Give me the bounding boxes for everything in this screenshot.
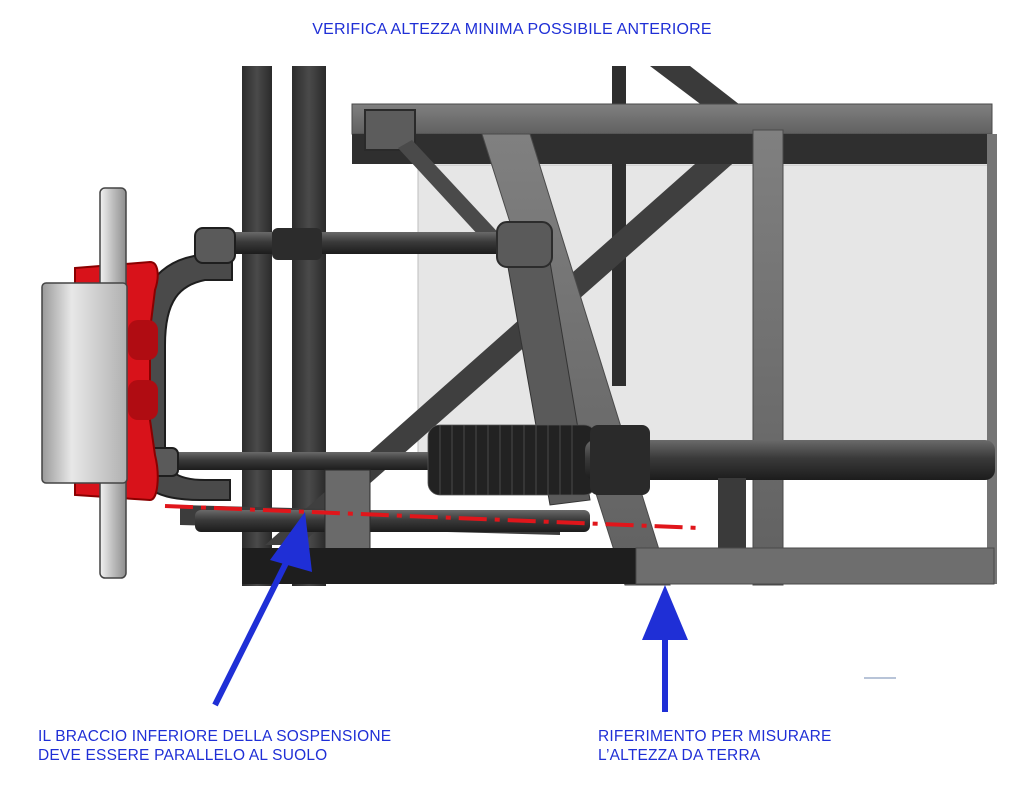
arrow-ground-reference: [642, 585, 688, 712]
lower-arm-caption-line2: DEVE ESSERE PARALLELO AL SUOLO: [38, 747, 328, 764]
parallel-reference-line: [164, 504, 701, 530]
upper-ball-joint: [194, 227, 236, 264]
frame-bottom-rail-gray: [635, 547, 995, 585]
arrow-lower-arm: [212, 512, 312, 707]
lower-arm-caption: IL BRACCIO INFERIORE DELLA SOSPENSIONE D…: [38, 727, 391, 765]
steering-rack: [585, 440, 995, 480]
lower-arm-tube: [170, 452, 440, 470]
frame-top-rail-dark: [352, 134, 992, 164]
frame-top-rail: [351, 103, 993, 135]
upper-arm-mount: [496, 221, 553, 268]
steering-rack-collar: [590, 425, 650, 495]
caliper-piston-1: [128, 320, 158, 360]
frame-upright-left: [242, 66, 272, 586]
ground-reference-caption-line2: L’ALTEZZA DA TERRA: [598, 747, 761, 764]
lower-arm-bottom-tube: [195, 510, 590, 532]
frame-top-joint: [364, 109, 416, 151]
frame-diagonal-lower: [265, 140, 748, 545]
frame-lower-mount: [324, 469, 371, 551]
frame-post-right-2: [987, 134, 997, 584]
steering-boot: [427, 424, 597, 496]
diagram-title: VERIFICA ALTEZZA MINIMA POSSIBILE ANTERI…: [312, 21, 712, 38]
frame-post-right-1: [752, 129, 784, 586]
upper-arm-tube: [225, 232, 505, 254]
lower-arm-caption-line1: IL BRACCIO INFERIORE DELLA SOSPENSIONE: [38, 728, 392, 745]
wheel-hub: [41, 282, 128, 484]
upper-arm-rear-link: [398, 140, 505, 250]
ground-reference-caption: RIFERIMENTO PER MISURARE L’ALTEZZA DA TE…: [598, 727, 832, 765]
upper-arm-sleeve: [272, 228, 322, 260]
background-panel: [417, 164, 991, 466]
caliper-piston-2: [128, 380, 158, 420]
frame-lower-bracket: [718, 478, 746, 548]
ground-reference-caption-line1: RIFERIMENTO PER MISURARE: [598, 728, 832, 745]
